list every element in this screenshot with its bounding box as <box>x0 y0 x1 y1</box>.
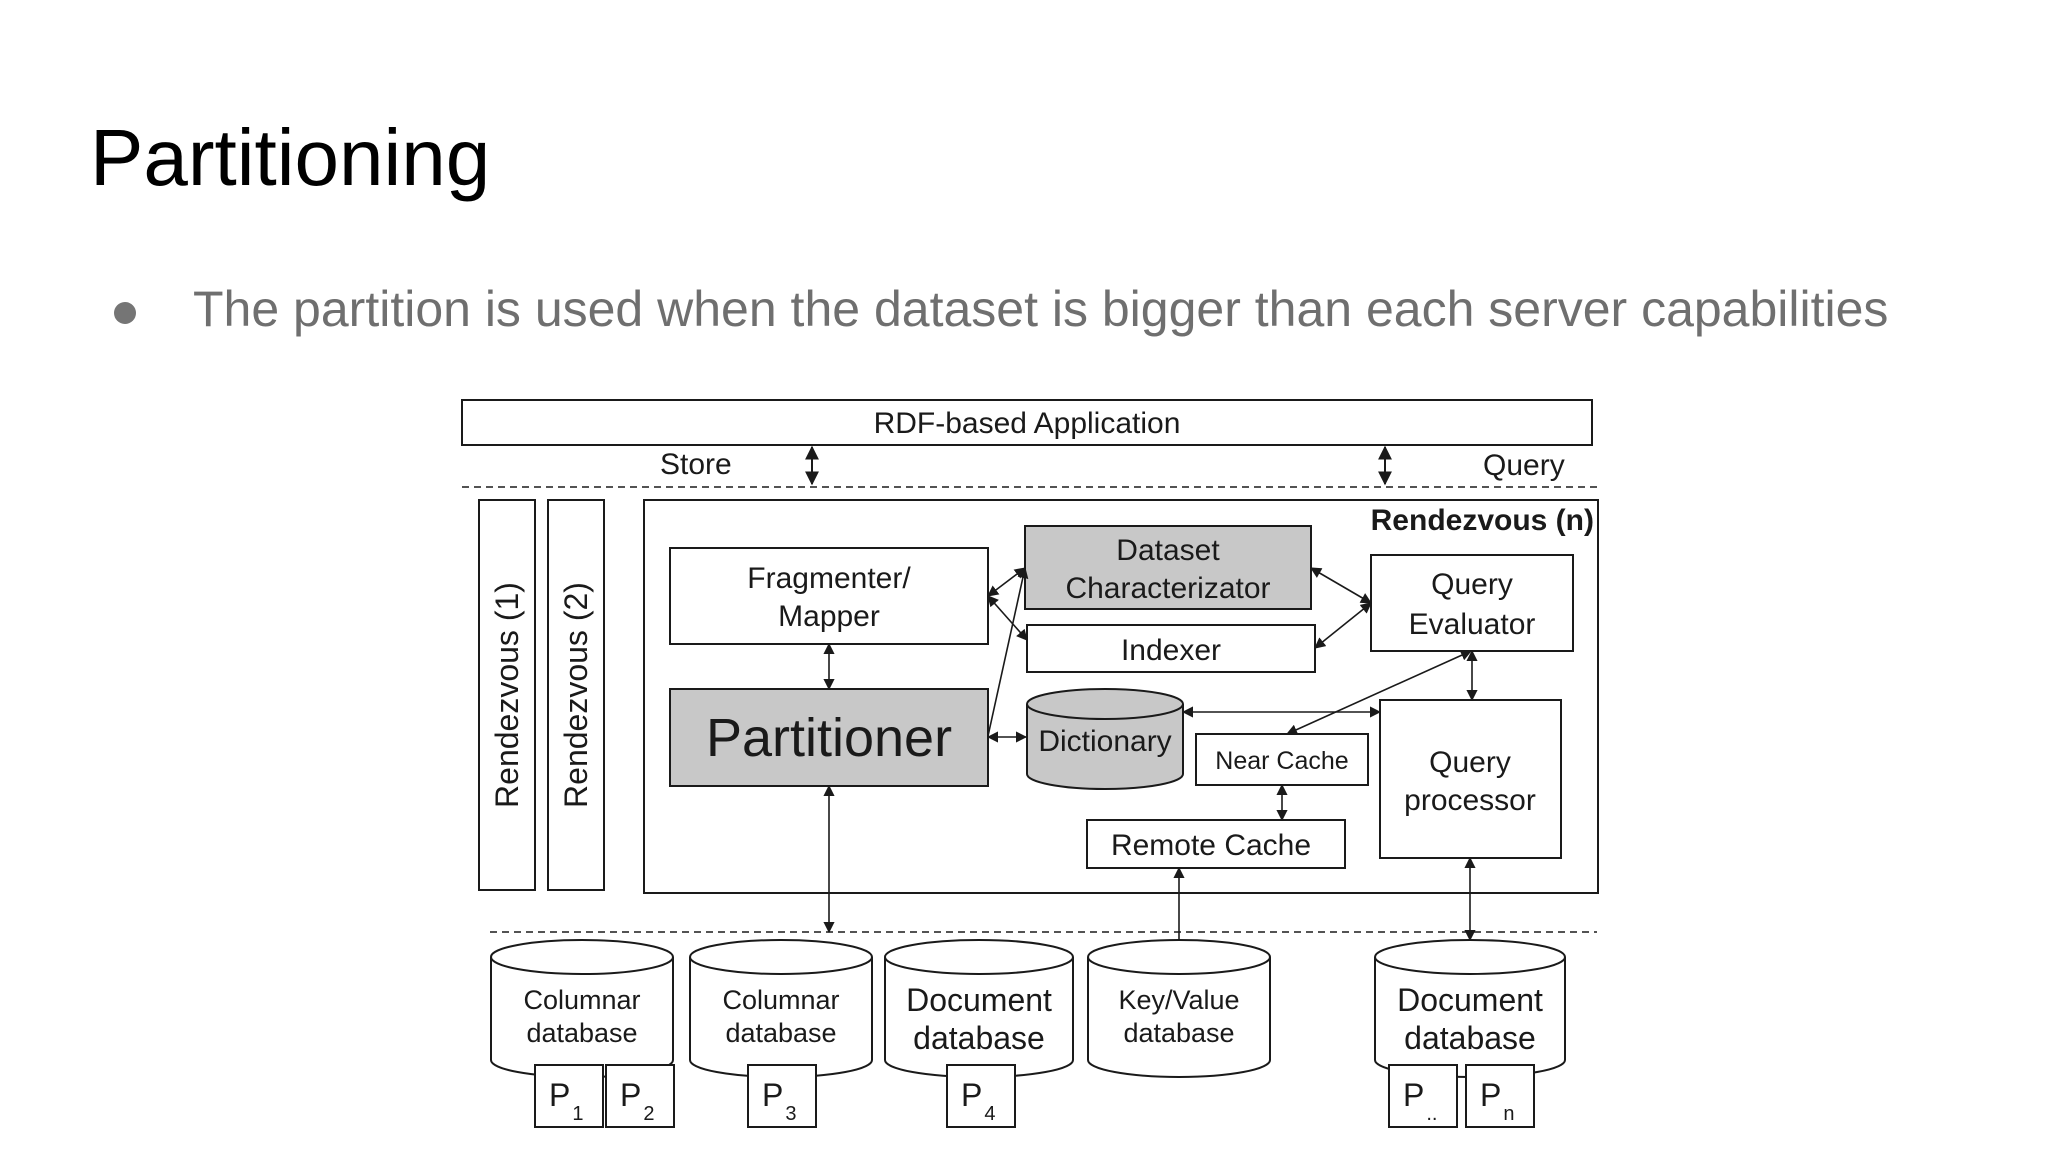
query-processor-line-1: Query <box>1429 746 1511 779</box>
database-cylinder-top <box>689 939 873 975</box>
dictionary-label: Dictionary <box>1038 725 1171 758</box>
remote-cache-label: Remote Cache <box>1111 829 1311 862</box>
database-label: Document <box>1397 982 1543 1018</box>
rendezvous-1-box <box>478 499 536 891</box>
query-label: Query <box>1483 449 1565 482</box>
partition-box: P3 <box>747 1064 817 1128</box>
remote-cache-box <box>1086 819 1346 869</box>
rendezvous-1-label: Rendezvous (1) <box>489 582 525 808</box>
partition-box: P4 <box>946 1064 1016 1128</box>
query-evaluator-line-2: Evaluator <box>1409 608 1536 641</box>
partition-box: P1 <box>534 1064 604 1128</box>
database-label: database <box>1123 1018 1234 1048</box>
dataset-characterizator-box <box>1024 525 1312 610</box>
rdf-application-label: RDF-based Application <box>874 407 1181 440</box>
slide-title: Partitioning <box>90 113 491 202</box>
database-label: Key/Value <box>1118 985 1239 1015</box>
database-cylinder-top <box>884 939 1074 975</box>
database-cylinder-body <box>1087 957 1271 1078</box>
arrow-partitioner-dataset <box>987 566 1029 737</box>
query-processor-line-2: processor <box>1404 784 1536 817</box>
database-label: database <box>1404 1020 1536 1056</box>
indexer-box <box>1026 624 1316 673</box>
database-label: Document <box>906 982 1052 1018</box>
rendezvous-2-label: Rendezvous (2) <box>558 582 594 808</box>
fragmenter-line-1: Fragmenter/ <box>747 562 911 595</box>
rendezvous-n-label: Rendezvous (n) <box>1371 504 1594 537</box>
partition-box: P.. <box>1388 1064 1458 1128</box>
fragmenter-line-2: Mapper <box>778 600 880 633</box>
store-label: Store <box>660 448 732 481</box>
partitioner-label: Partitioner <box>706 708 952 768</box>
dataset-characterizator-line-2: Characterizator <box>1065 572 1270 605</box>
query-processor-box <box>1379 699 1562 859</box>
rdf-application-box <box>461 399 1593 446</box>
database-cylinder-top <box>1374 939 1566 975</box>
near-cache-label: Near Cache <box>1215 747 1348 775</box>
database-layer: ColumnardatabaseP1P2ColumnardatabaseP3Do… <box>490 939 1566 1128</box>
database-cylinder-top <box>1087 939 1271 975</box>
dataset-characterizator-line-1: Dataset <box>1116 534 1220 567</box>
arrow-fragmenter-indexer <box>987 595 1028 641</box>
database-label: Columnar <box>523 985 640 1015</box>
rendezvous-2-box <box>547 499 605 891</box>
partition-box: P2 <box>605 1064 675 1128</box>
bullet-marker <box>114 302 136 324</box>
partitioner-box <box>669 688 989 787</box>
arrow-dataset-evaluator <box>1310 567 1372 604</box>
database-label: database <box>526 1018 637 1048</box>
fragmenter-mapper-box <box>669 547 989 645</box>
query-evaluator-line-1: Query <box>1431 568 1513 601</box>
partition-box: Pn <box>1465 1064 1535 1128</box>
bullet-text: The partition is used when the dataset i… <box>193 281 1889 337</box>
database-label: database <box>913 1020 1045 1056</box>
dictionary-cylinder <box>1026 688 1184 790</box>
arrow-indexer-evaluator <box>1314 602 1372 649</box>
database-label: database <box>725 1018 836 1048</box>
indexer-label: Indexer <box>1121 634 1221 667</box>
database-label: Columnar <box>722 985 839 1015</box>
database-cylinder-top <box>490 939 674 975</box>
arrow-nearcache-evaluator <box>1285 650 1473 735</box>
